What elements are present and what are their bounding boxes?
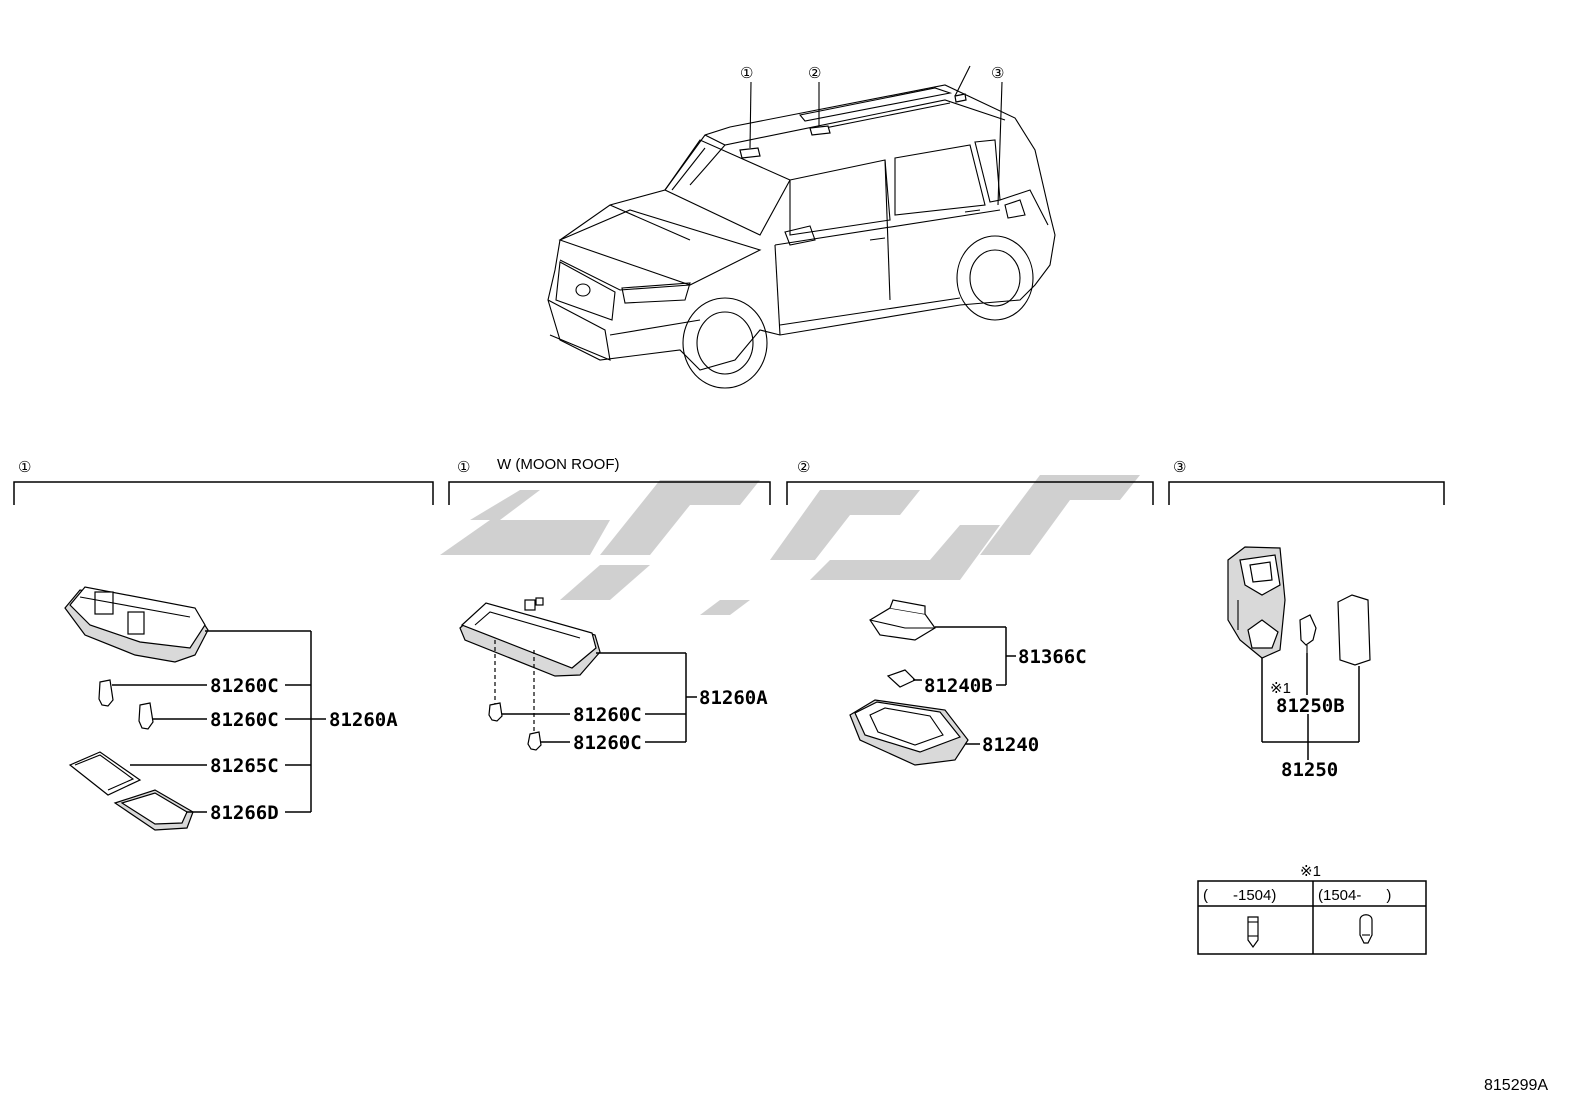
lamp-81240 <box>849 699 969 766</box>
note-mark-1: ※1 <box>1270 680 1291 697</box>
part-number-81260c: 81260C <box>210 675 279 697</box>
lens-81265c <box>68 751 142 796</box>
section-2-callout: ② <box>797 459 810 476</box>
section-1b-callout: ① <box>457 459 470 476</box>
lamp-housing-81260a <box>64 586 209 663</box>
section-2-bracket <box>786 481 1154 505</box>
part-number-81260a: 81260A <box>329 709 398 731</box>
bulb-variant-table: ※1 ( -1504) (1504- ) <box>1197 863 1427 955</box>
watermark-logo <box>440 475 1140 615</box>
part-number-81250b: 81250B <box>1276 695 1345 717</box>
table-col2-header: (1504- ) <box>1318 887 1391 904</box>
lamp-housing-81260a-moonroof <box>459 597 601 677</box>
section-3-parts: ※1 81250B 81250 <box>1227 546 1371 781</box>
bulb-81240b <box>886 669 917 688</box>
t10-bulb-icon <box>1359 914 1373 944</box>
section-1b-parts: 81260C 81260C 81260A <box>459 597 768 754</box>
lamp-housing-81250 <box>1227 546 1286 659</box>
section-1b-bracket <box>448 481 771 505</box>
callout-2-top: ② <box>808 65 821 82</box>
section-1-callout: ① <box>18 459 31 476</box>
bulb-81260c-2 <box>138 702 154 730</box>
wedge-bulb-icon <box>1247 916 1259 949</box>
section-3-bracket <box>1168 481 1445 505</box>
moon-roof-caption: W (MOON ROOF) <box>497 456 619 473</box>
section-headers: ① ① W (MOON ROOF) ② ③ <box>13 456 1445 505</box>
table-col1-header: ( -1504) <box>1203 887 1276 904</box>
bulb-81260c-mr-2 <box>527 731 542 751</box>
bulb-81250b <box>1299 614 1317 646</box>
lens-cover <box>1337 594 1371 666</box>
section-3-callout: ③ <box>1173 459 1186 476</box>
part-number-81240: 81240 <box>982 734 1039 756</box>
switch-81366c <box>869 599 936 641</box>
vehicle-illustration <box>547 65 1056 389</box>
section-1-parts: 81260C 81260C 81265C 81266D 81260A <box>64 586 398 831</box>
table-title: ※1 <box>1300 863 1321 880</box>
section-1-bracket <box>13 481 434 505</box>
bulb-81260c-1 <box>98 679 114 707</box>
callout-3-top: ③ <box>991 65 1004 82</box>
part-number-81260c: 81260C <box>210 709 279 731</box>
part-number-81366c: 81366C <box>1018 646 1087 668</box>
part-number-81260a: 81260A <box>699 687 768 709</box>
part-number-81265c: 81265C <box>210 755 279 777</box>
diagram-code: 815299A <box>1484 1077 1548 1094</box>
part-number-81266d: 81266D <box>210 802 279 824</box>
part-number-81260c: 81260C <box>573 704 642 726</box>
callout-1-top: ① <box>740 65 753 82</box>
bulb-81260c-mr-1 <box>488 702 503 722</box>
section-2-parts: 81366C 81240B 81240 <box>849 599 1087 766</box>
part-number-81260c: 81260C <box>573 732 642 754</box>
vehicle-callouts: ① ② ③ <box>740 65 1004 82</box>
part-number-81240b: 81240B <box>924 675 993 697</box>
part-number-81250: 81250 <box>1281 759 1338 781</box>
